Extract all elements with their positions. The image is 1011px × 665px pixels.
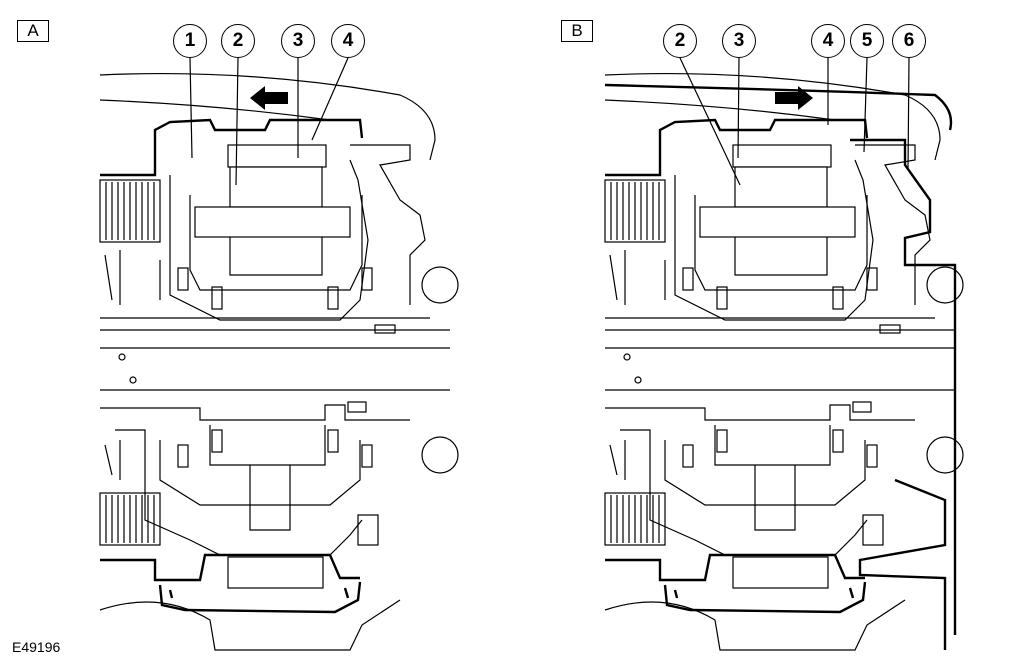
arrow-right-icon xyxy=(775,86,813,110)
callout-b-3: 3 xyxy=(722,24,756,58)
panel-a-label: A xyxy=(17,20,49,42)
callout-a-1: 1 xyxy=(173,24,207,58)
leader-lines-b xyxy=(679,57,910,186)
callout-a-4: 4 xyxy=(331,24,365,58)
callout-a-2: 2 xyxy=(221,24,255,58)
callout-b-5: 5 xyxy=(850,24,884,58)
arrow-left-icon xyxy=(250,86,288,110)
callout-b-6: 6 xyxy=(892,24,926,58)
figure-id: E49196 xyxy=(12,639,61,655)
leader-lines-a xyxy=(189,57,349,186)
callout-b-4: 4 xyxy=(811,24,845,58)
callout-a-3: 3 xyxy=(281,24,315,58)
callout-b-2: 2 xyxy=(663,24,697,58)
panel-a-drawing xyxy=(98,57,460,652)
panel-b-drawing xyxy=(603,57,965,652)
panel-b-label: B xyxy=(561,20,593,42)
